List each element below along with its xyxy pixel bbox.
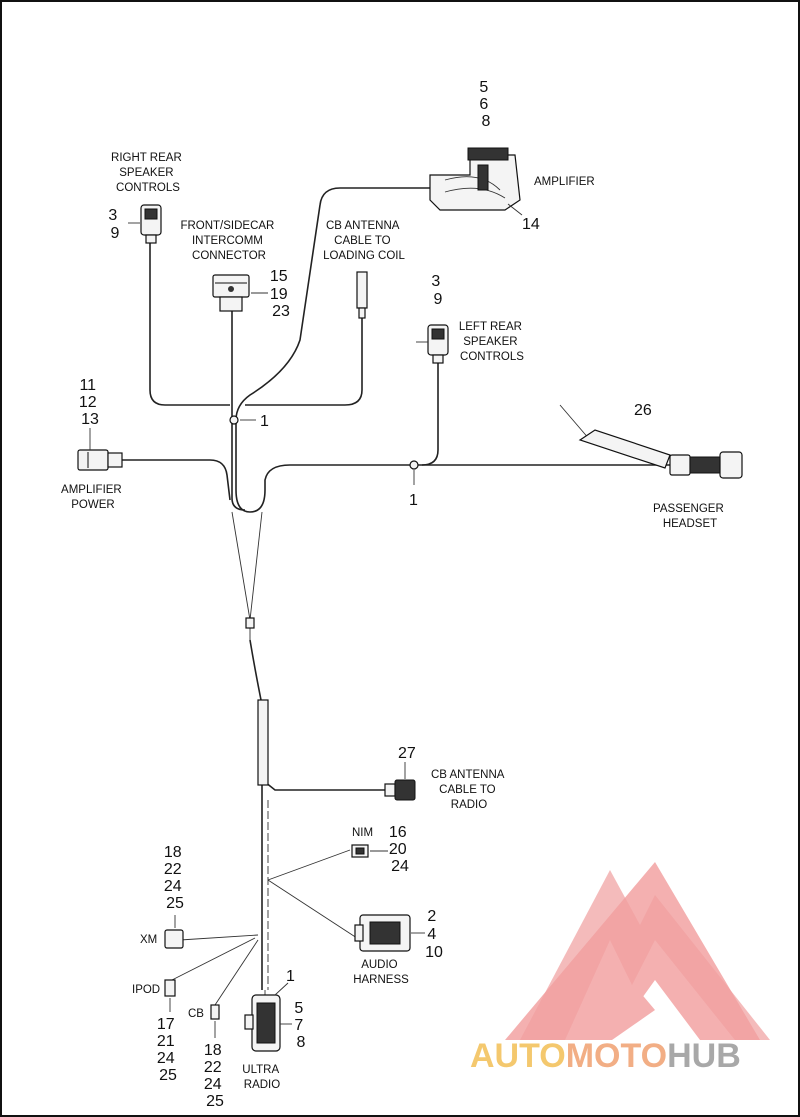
- ultra-radio-connector: [244, 994, 281, 1052]
- cb-radio-label: CB ANTENNA CABLE TO RADIO: [431, 769, 507, 811]
- intercom-connector: [212, 274, 250, 312]
- amplifier-label: AMPLIFIER: [534, 176, 595, 188]
- xm-label: XM: [140, 934, 157, 946]
- intercom-label: FRONT/SIDECAR INTERCOMM CONNECTOR: [180, 220, 277, 262]
- headset-callout: 26: [634, 402, 652, 419]
- ipod-callouts: 17 21 24 25: [157, 1016, 179, 1084]
- audio-harness-connector: [354, 914, 411, 952]
- watermark-m-shape: [520, 870, 770, 1040]
- right-rear-label: RIGHT REAR SPEAKER CONTROLS: [111, 152, 185, 194]
- ultra-label: ULTRA RADIO: [242, 1064, 281, 1091]
- amp-power-callouts: 11 12 13: [79, 377, 101, 428]
- left-rear-speaker-connector: [427, 324, 449, 364]
- leader-lines: [89, 203, 523, 1038]
- wire-harness: [122, 187, 670, 1006]
- xm-connector: [164, 929, 184, 949]
- cb-coil-label: CB ANTENNA CABLE TO LOADING COIL: [323, 220, 405, 262]
- intercom-callouts: 15 19 23: [270, 268, 292, 320]
- amplifier-callouts: 5 6 8: [479, 79, 492, 130]
- nim-callouts: 16 20 24: [389, 824, 411, 875]
- amplifier-power-connector: [77, 449, 123, 471]
- audio-callouts: 2 4 10: [425, 908, 443, 961]
- amplifier-callout-14: 14: [522, 216, 540, 233]
- cb-coil-cable-end: [356, 271, 368, 319]
- cb-radio-callout: 27: [398, 745, 416, 762]
- nim-label: NIM: [352, 827, 373, 839]
- nim-connector: [351, 844, 369, 858]
- cb-connector: [210, 1004, 220, 1020]
- amplifier-unit: [429, 147, 521, 211]
- ipod-connector: [164, 979, 176, 997]
- clip-callout-upper: 1: [260, 413, 269, 430]
- watermark-text-hub: HUB: [667, 1037, 741, 1075]
- left-rear-label: LEFT REAR SPEAKER CONTROLS: [459, 321, 525, 363]
- passenger-headset-connector: [578, 429, 743, 479]
- ultra-callouts: 5 7 8: [294, 1000, 307, 1051]
- left-rear-callouts: 3 9: [431, 273, 444, 308]
- clip-right: [409, 460, 419, 470]
- ultra-callout: 1: [286, 968, 295, 985]
- xm-callouts: 18 22 24 25: [164, 844, 186, 912]
- audio-label: AUDIO HARNESS: [353, 959, 409, 986]
- clip-upper: [229, 415, 239, 425]
- svg-text:AUTOMOTOHUB: AUTOMOTOHUB: [470, 1037, 741, 1075]
- cb-callouts: 18 22 24 25: [204, 1042, 226, 1110]
- fan-junction: [245, 617, 255, 629]
- ipod-label: IPOD: [132, 984, 160, 996]
- watermark-text-moto: MOTO: [566, 1037, 667, 1075]
- headset-label: PASSENGER HEADSET: [653, 503, 727, 530]
- right-rear-callouts: 3 9: [108, 207, 121, 242]
- cb-radio-connector: [384, 779, 416, 801]
- watermark-logo: AUTOMOTOHUB: [470, 862, 770, 1075]
- right-rear-speaker-connector: [140, 204, 162, 244]
- clip-callout-right: 1: [409, 492, 418, 509]
- amp-power-label: AMPLIFIER POWER: [61, 484, 125, 511]
- trunk-sleeve: [257, 699, 269, 786]
- cb-label: CB: [188, 1008, 204, 1020]
- watermark-text-auto: AUTO: [470, 1037, 566, 1075]
